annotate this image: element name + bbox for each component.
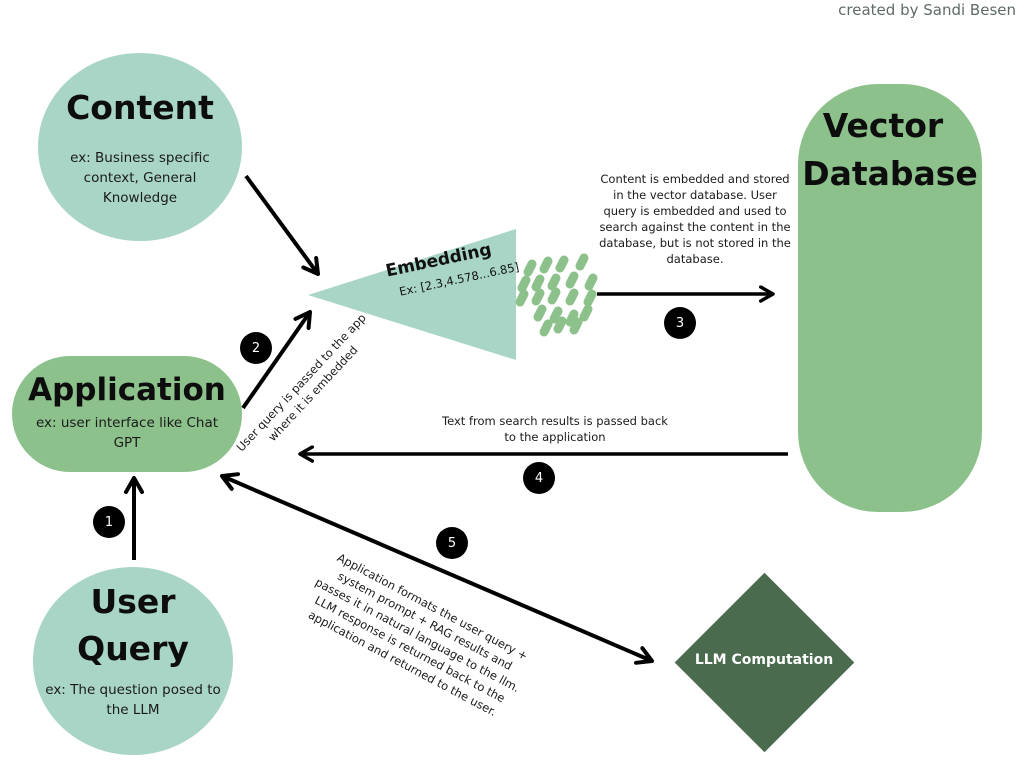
step-3-description: Content is embedded and stored in the ve… xyxy=(599,172,791,266)
embedding-token-dash xyxy=(515,289,529,307)
arrow-content-to-embedding xyxy=(244,174,320,276)
embedding-token-dash xyxy=(555,255,569,273)
embedding-token-dash xyxy=(565,288,579,306)
embedding-token-dash xyxy=(539,256,553,274)
embedding-token-dash xyxy=(523,259,537,277)
llm-computation-label: LLM Computation xyxy=(694,652,834,668)
content-subtitle: ex: Business specific context, General K… xyxy=(70,150,210,206)
embedding-token-dash xyxy=(575,253,589,271)
step-1-badge: 1 xyxy=(93,506,125,538)
user-query-title-line1: User xyxy=(90,582,176,621)
vector-database-title-line2: Database xyxy=(802,154,978,193)
vector-database-node: Vector Database xyxy=(798,84,982,512)
user-query-title-line2: Query xyxy=(77,629,189,668)
step-4-description: Text from search results is passed back … xyxy=(442,414,668,444)
embedding-token-dash xyxy=(565,271,579,289)
embedding-token-dash xyxy=(549,306,563,324)
embedding-triangle xyxy=(308,229,516,360)
content-node: Content ex: Business specific context, G… xyxy=(38,53,242,241)
embedding-token-dash xyxy=(531,274,545,292)
embedding-tokens xyxy=(515,253,598,337)
llm-computation-node: LLM Computation xyxy=(674,572,855,753)
embedding-token-dash xyxy=(533,304,547,322)
embedding-token-dash xyxy=(547,273,561,291)
embedding-token-dash xyxy=(584,273,598,291)
embedding-token-dash xyxy=(569,317,583,335)
application-title: Application xyxy=(28,372,226,408)
user-query-node: User Query ex: The question posed to the… xyxy=(33,567,233,755)
author-credit: created by Sandi Besen xyxy=(838,1,1016,19)
embedding-token-dash xyxy=(539,319,553,337)
content-title: Content xyxy=(66,88,214,127)
vector-database-title-line1: Vector xyxy=(822,106,944,145)
embedding-token-dash xyxy=(517,275,531,293)
embedding-token-dash xyxy=(531,288,545,306)
embedding-token-dash xyxy=(579,304,593,322)
step-4-badge: 4 xyxy=(523,462,555,494)
step-2-badge: 2 xyxy=(240,332,272,364)
embedding-token-dash xyxy=(547,287,561,305)
embedding-token-dash xyxy=(565,309,579,327)
application-node: Application ex: user interface like Chat… xyxy=(12,356,242,472)
arrow-step-2-app-to-embedding xyxy=(241,310,312,410)
user-query-subtitle: ex: The question posed to the LLM xyxy=(45,682,221,718)
embedding-token-dash xyxy=(583,289,597,307)
embedding-token-dash xyxy=(553,316,567,334)
step-3-badge: 3 xyxy=(664,307,696,339)
arrow-step-5-app-llm-bidirectional xyxy=(220,472,654,665)
application-subtitle: ex: user interface like Chat GPT xyxy=(35,415,219,451)
step-5-badge: 5 xyxy=(436,527,468,559)
